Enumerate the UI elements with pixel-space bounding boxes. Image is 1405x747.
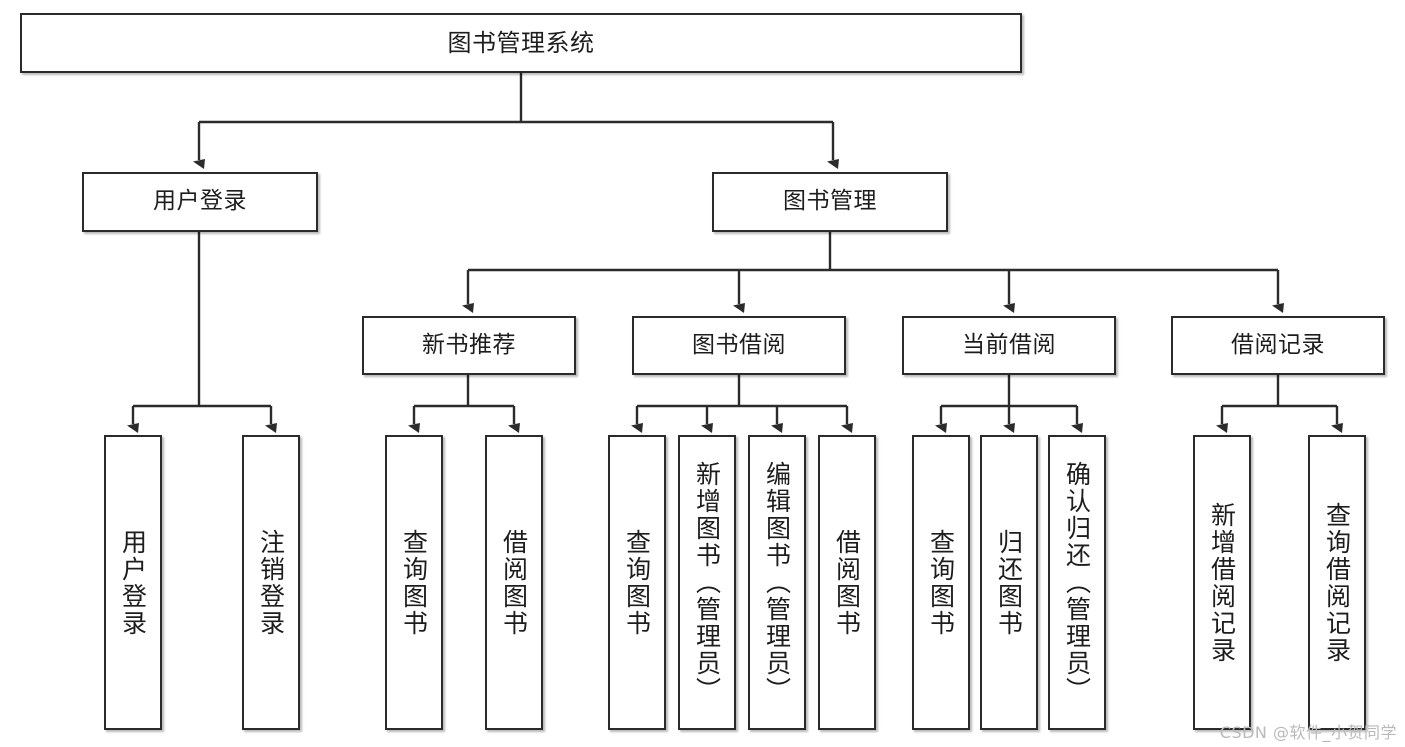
node-label: 新书推荐 [422, 331, 516, 358]
leaf-borrow-borrow-book[interactable]: 借阅图书 [818, 435, 876, 730]
node-book-borrow[interactable]: 图书借阅 [632, 316, 846, 375]
leaf-user-login-login[interactable]: 用户登录 [104, 435, 162, 730]
node-label: 图书管理系统 [447, 28, 595, 57]
node-label: 确认归还（管理员） [1062, 461, 1092, 704]
leaf-user-login-logout[interactable]: 注销登录 [242, 435, 300, 730]
leaf-borrow-edit-book-admin[interactable]: 编辑图书（管理员） [748, 435, 806, 730]
leaf-record-query-record[interactable]: 查询借阅记录 [1308, 435, 1366, 730]
node-label: 编辑图书（管理员） [762, 461, 792, 704]
node-label: 图书借阅 [692, 331, 786, 358]
node-current-borrow[interactable]: 当前借阅 [902, 316, 1116, 375]
csdn-watermark: CSDN @软件_小贺同学 [1219, 723, 1397, 742]
leaf-recommend-query-book[interactable]: 查询图书 [385, 435, 443, 730]
leaf-recommend-borrow-book[interactable]: 借阅图书 [485, 435, 543, 730]
node-book-management[interactable]: 图书管理 [712, 172, 948, 232]
leaf-borrow-add-book-admin[interactable]: 新增图书（管理员） [678, 435, 736, 730]
node-label: 图书管理 [783, 188, 877, 215]
leaf-current-return-book[interactable]: 归还图书 [980, 435, 1038, 730]
node-new-book-recommend[interactable]: 新书推荐 [362, 316, 576, 375]
node-user-login[interactable]: 用户登录 [82, 172, 318, 232]
node-label: 用户登录 [118, 528, 148, 637]
node-label: 借阅记录 [1231, 331, 1325, 358]
node-root-system[interactable]: 图书管理系统 [20, 13, 1022, 73]
node-label: 新增借阅记录 [1207, 501, 1237, 664]
node-label: 查询图书 [926, 528, 956, 637]
leaf-current-query-book[interactable]: 查询图书 [912, 435, 970, 730]
leaf-record-add-record[interactable]: 新增借阅记录 [1193, 435, 1251, 730]
node-label: 借阅图书 [499, 528, 529, 637]
node-label: 当前借阅 [962, 331, 1056, 358]
node-label: 查询借阅记录 [1322, 501, 1352, 664]
node-label: 归还图书 [994, 528, 1024, 637]
node-borrow-record[interactable]: 借阅记录 [1171, 316, 1385, 375]
node-label: 新增图书（管理员） [692, 461, 722, 704]
node-label: 用户登录 [153, 188, 247, 215]
node-label: 查询图书 [622, 528, 652, 637]
node-label: 借阅图书 [832, 528, 862, 637]
leaf-borrow-query-book[interactable]: 查询图书 [608, 435, 666, 730]
leaf-current-confirm-return-admin[interactable]: 确认归还（管理员） [1048, 435, 1106, 730]
node-label: 查询图书 [399, 528, 429, 637]
node-label: 注销登录 [256, 528, 286, 637]
